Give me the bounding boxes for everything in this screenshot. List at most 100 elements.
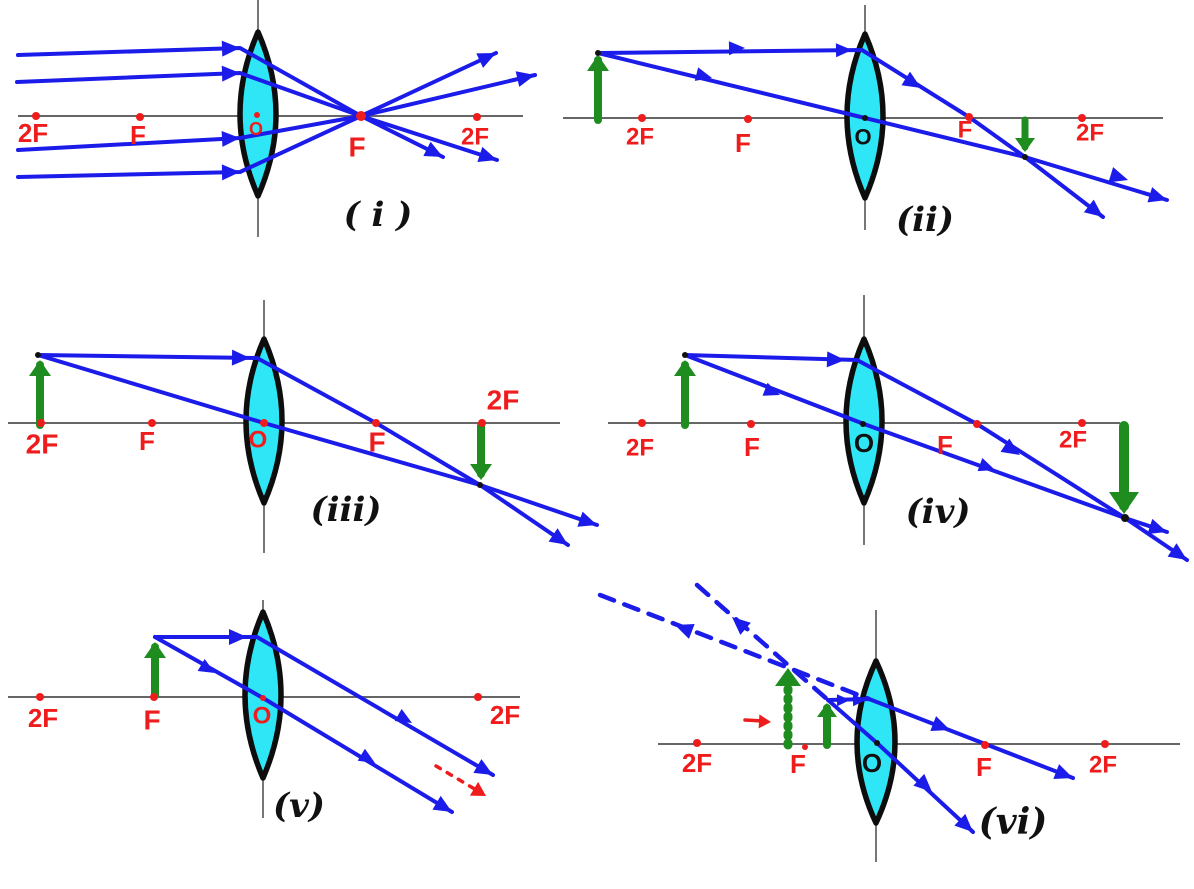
arrowhead xyxy=(1015,138,1035,152)
focal-point-dot xyxy=(150,693,158,701)
panel-caption-iv: (iv) xyxy=(906,492,971,532)
label-O-iv: O xyxy=(854,428,874,458)
focal-point-dot xyxy=(474,693,482,701)
label-O-iii: O xyxy=(249,427,268,454)
arrowhead xyxy=(144,642,166,658)
arrowhead xyxy=(477,146,497,163)
arrowhead xyxy=(221,164,240,181)
point-dot xyxy=(1022,154,1028,160)
focal-point-dot xyxy=(693,739,701,747)
focal-point-dot xyxy=(965,113,973,121)
focal-point-dot xyxy=(32,112,40,120)
arrowhead xyxy=(476,53,496,68)
arrowhead xyxy=(732,617,751,635)
label-O-v: O xyxy=(253,703,272,730)
arrowhead xyxy=(835,43,852,58)
label-2F-ii: 2F xyxy=(626,124,654,151)
point-dot xyxy=(595,50,601,56)
light-ray xyxy=(16,51,498,179)
arrowhead xyxy=(1108,167,1128,183)
focal-point-dot xyxy=(473,113,481,121)
arrowhead xyxy=(1109,492,1139,514)
arrowhead xyxy=(469,781,486,796)
arrowhead xyxy=(762,382,780,396)
panel-caption-i: ( i ) xyxy=(344,195,413,235)
arrowhead xyxy=(1147,518,1167,535)
arrowhead xyxy=(470,464,492,480)
label-F-ii: F xyxy=(958,117,973,144)
light-ray xyxy=(153,635,495,777)
label-F-iv: F xyxy=(744,432,760,462)
label-F-iii: F xyxy=(139,426,155,456)
arrowhead xyxy=(515,71,535,87)
focal-point-dot xyxy=(638,419,646,427)
arrowhead xyxy=(394,708,412,723)
light-ray xyxy=(867,697,1075,780)
arrowhead xyxy=(432,795,452,812)
label-2F-v: 2F xyxy=(28,703,58,733)
light-ray xyxy=(597,592,872,702)
point-dot xyxy=(860,421,866,427)
arrowhead xyxy=(826,351,845,368)
focal-point-dot xyxy=(1078,419,1086,427)
light-ray xyxy=(596,51,1169,202)
label-2F-v: 2F xyxy=(490,700,520,730)
focal-point-dot xyxy=(37,419,45,427)
focal-point-dot xyxy=(1101,740,1109,748)
arrowhead xyxy=(758,714,771,729)
focal-point-dot xyxy=(372,419,380,427)
focal-point-dot xyxy=(747,420,755,428)
light-ray xyxy=(826,698,975,834)
light-ray xyxy=(16,73,537,152)
point-dot xyxy=(477,482,483,488)
focal-point-dot xyxy=(638,114,646,122)
arrowhead xyxy=(29,360,51,376)
point-dot xyxy=(874,740,880,746)
arrowhead xyxy=(694,67,712,81)
label-F-vi: F xyxy=(976,752,992,782)
focal-point-dot xyxy=(802,744,808,750)
light-ray xyxy=(683,353,1169,534)
focal-point-dot xyxy=(36,693,44,701)
arrowhead xyxy=(1083,199,1103,217)
panel-caption-iii: (iii) xyxy=(311,490,382,530)
light-ray xyxy=(694,582,831,703)
arrowhead xyxy=(197,658,215,673)
light-ray xyxy=(36,353,599,527)
focal-point-dot xyxy=(148,419,156,427)
focal-point-dot xyxy=(478,419,486,427)
label-F-i: F xyxy=(348,132,365,163)
arrowhead xyxy=(836,694,850,707)
label-F-iii: F xyxy=(368,427,385,458)
focal-point-dot xyxy=(254,112,260,118)
point-dot xyxy=(682,352,688,358)
focal-point-dot xyxy=(136,113,144,121)
arrowhead xyxy=(577,511,597,527)
convex-lens xyxy=(843,336,885,506)
arrowhead xyxy=(675,623,695,639)
panel-caption-vi: (vi) xyxy=(979,801,1048,843)
point-dot xyxy=(1121,514,1129,522)
focal-point-dot xyxy=(356,111,366,121)
label-F-vi: F xyxy=(790,749,806,779)
light-ray xyxy=(36,353,570,547)
arrowhead xyxy=(852,694,866,707)
annotation-arrow xyxy=(434,764,480,793)
arrowhead xyxy=(231,349,250,366)
light-ray xyxy=(15,71,445,159)
arrowhead xyxy=(901,71,921,88)
arrowhead xyxy=(775,668,801,686)
label-2F-iv: 2F xyxy=(626,435,654,462)
arrowhead xyxy=(930,716,950,732)
arrowhead xyxy=(587,55,609,71)
label-2F-i: 2F xyxy=(461,124,489,151)
focal-point-dot xyxy=(981,741,989,749)
arrowhead xyxy=(728,41,745,56)
label-2F-i: 2F xyxy=(18,118,48,148)
